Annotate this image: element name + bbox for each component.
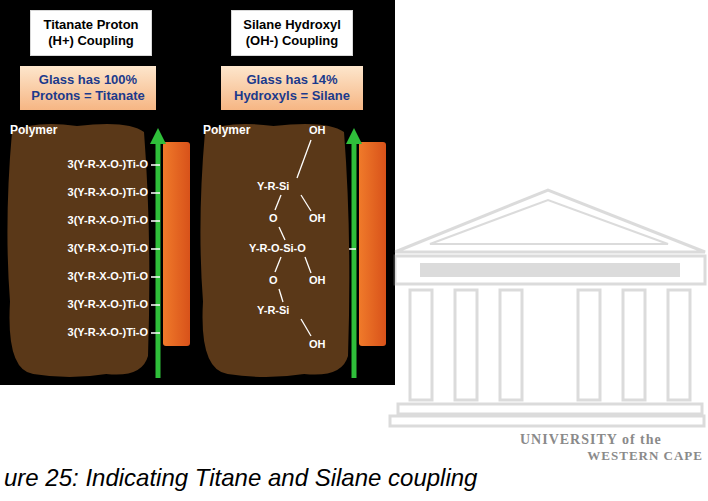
watermark-text: WESTERN CAPE bbox=[587, 448, 703, 464]
note-text: Glass has 14% Hydroxyls = Silane bbox=[226, 72, 358, 104]
heading-box: Titanate Proton (H+) Coupling bbox=[30, 10, 152, 56]
polymer-blob: PolymerOHY-R-SiOOHY-R-O-Si-OOOHY-R-SiOH bbox=[197, 118, 350, 380]
chemical-group: O bbox=[269, 274, 278, 287]
heading-text: Silane Hydroxyl (OH-) Coupling bbox=[238, 17, 346, 49]
watermark-building bbox=[390, 190, 705, 426]
chemical-group: Y-R-O-Si-O bbox=[249, 242, 306, 255]
chemical-bond bbox=[279, 289, 283, 302]
polymer-fill bbox=[7, 124, 149, 377]
chemical-group: OH bbox=[309, 212, 326, 225]
glass-note-box: Glass has 100% Protons = Titanate bbox=[20, 66, 156, 110]
polymer-label: Polymer bbox=[10, 124, 57, 137]
heading-text: Titanate Proton (H+) Coupling bbox=[37, 17, 145, 49]
chemical-bond bbox=[275, 195, 281, 210]
chemical-group: 3(Y-R-X-O-)Ti-O bbox=[68, 158, 148, 171]
chemical-group: Y-R-Si bbox=[257, 304, 289, 317]
chemical-bond bbox=[275, 257, 281, 272]
chemical-bond bbox=[301, 319, 311, 336]
chemical-bond bbox=[279, 227, 285, 240]
chemical-bond bbox=[301, 195, 311, 211]
polymer-fill bbox=[200, 124, 349, 377]
polymer-label: Polymer bbox=[203, 124, 250, 137]
chemical-group: OH bbox=[309, 274, 326, 287]
chemical-group: OH bbox=[309, 124, 326, 137]
chemical-bond bbox=[305, 257, 311, 273]
heading-box: Silane Hydroxyl (OH-) Coupling bbox=[231, 10, 353, 56]
glass-note-box: Glass has 14% Hydroxyls = Silane bbox=[221, 66, 363, 110]
chemical-group: OH bbox=[309, 338, 326, 351]
glass-slab bbox=[359, 142, 386, 346]
chemical-group: 3(Y-R-X-O-)Ti-O bbox=[68, 214, 148, 227]
chemical-group: 3(Y-R-X-O-)Ti-O bbox=[68, 326, 148, 339]
chemical-group: O bbox=[269, 212, 278, 225]
chemical-group: 3(Y-R-X-O-)Ti-O bbox=[68, 242, 148, 255]
chemical-bond bbox=[297, 140, 311, 178]
figure-caption: ure 25: Indicating Titane and Silane cou… bbox=[4, 464, 477, 492]
interface-arrow bbox=[150, 128, 166, 378]
black-panel bbox=[0, 0, 395, 385]
chemical-group: 3(Y-R-X-O-)Ti-O bbox=[68, 298, 148, 311]
watermark-text: UNIVERSITY of the bbox=[520, 432, 662, 448]
chemical-group: Y-R-Si bbox=[257, 180, 289, 193]
chemical-group: 3(Y-R-X-O-)Ti-O bbox=[68, 186, 148, 199]
chemical-group: 3(Y-R-X-O-)Ti-O bbox=[68, 270, 148, 283]
glass-slab bbox=[163, 142, 190, 346]
polymer-blob: Polymer 3(Y-R-X-O-)Ti-O 3(Y-R-X-O-)Ti-O 3(Y… bbox=[4, 118, 150, 380]
note-text: Glass has 100% Protons = Titanate bbox=[25, 72, 151, 104]
bond-tick bbox=[151, 165, 160, 333]
